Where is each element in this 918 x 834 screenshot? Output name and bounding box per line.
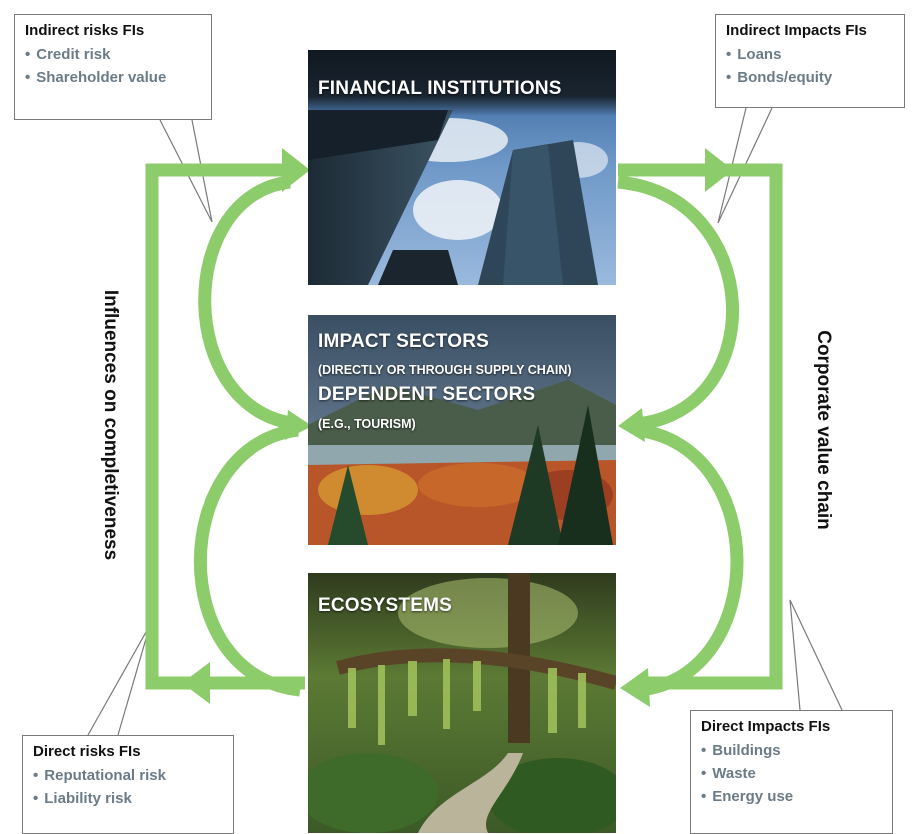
- left-lower-loop: [194, 423, 301, 697]
- list-item: Energy use: [701, 785, 882, 808]
- pointer-indirect-risks: [159, 119, 213, 223]
- arrowhead-right-top: [705, 148, 733, 192]
- pointer-indirect-impacts: [717, 107, 773, 224]
- dependent-sectors-title: DEPENDENT SECTORS: [318, 384, 536, 405]
- arrowhead-to-fi-left: [282, 148, 310, 192]
- left-frame-line: [145, 163, 305, 690]
- callout-indirect-risks: Indirect risks FIs Credit risk Sharehold…: [14, 14, 212, 120]
- list-item: Reputational risk: [33, 764, 223, 787]
- ecosystems-title: ECOSYSTEMS: [318, 595, 452, 616]
- financial-institutions-panel: FINANCIAL INSTITUTIONS: [308, 50, 616, 285]
- left-side-label: Influences on completiveness: [100, 289, 121, 561]
- list-item: Bonds/equity: [726, 66, 894, 89]
- callout-direct-risks: Direct risks FIs Reputational risk Liabi…: [22, 735, 234, 834]
- fi-title-bar: [308, 50, 616, 116]
- callout-indirect-impacts: Indirect Impacts FIs Loans Bonds/equity: [715, 14, 905, 108]
- pointer-direct-impacts: [789, 599, 843, 711]
- direct-impacts-heading: Direct Impacts FIs: [701, 718, 831, 735]
- right-side-label: Corporate value chain: [813, 330, 834, 530]
- arrowhead-sectors-right: [618, 408, 645, 442]
- forest-lake-image: [308, 315, 616, 545]
- ecosystems-panel: ECOSYSTEMS: [308, 573, 616, 833]
- right-upper-loop: [617, 175, 740, 431]
- list-item: Waste: [701, 762, 882, 785]
- direct-risks-heading: Direct risks FIs: [33, 743, 141, 760]
- list-item: Shareholder value: [25, 66, 201, 89]
- list-item: Buildings: [701, 739, 882, 762]
- sectors-panel: IMPACT SECTORS (DIRECTLY OR THROUGH SUPP…: [308, 315, 616, 545]
- impact-sectors-title: IMPACT SECTORS: [318, 331, 489, 352]
- fi-panel-title: FINANCIAL INSTITUTIONS: [318, 78, 562, 99]
- right-frame-line: [618, 163, 783, 690]
- impact-sectors-subtitle: (DIRECTLY OR THROUGH SUPPLY CHAIN): [318, 363, 572, 377]
- arrowhead-sectors-left: [285, 410, 312, 440]
- indirect-impacts-heading: Indirect Impacts FIs: [726, 22, 867, 39]
- rainforest-image: [308, 573, 616, 833]
- list-item: Credit risk: [25, 43, 201, 66]
- list-item: Liability risk: [33, 787, 223, 810]
- indirect-risks-heading: Indirect risks FIs: [25, 22, 145, 39]
- dependent-sectors-subtitle: (E.G., TOURISM): [318, 417, 416, 431]
- list-item: Loans: [726, 43, 894, 66]
- left-upper-loop: [198, 175, 299, 431]
- right-lower-loop: [635, 423, 744, 697]
- arrowhead-left-bottom: [182, 662, 210, 704]
- arrowhead-eco-right: [620, 668, 650, 707]
- pointer-direct-risks: [87, 624, 151, 736]
- callout-direct-impacts: Direct Impacts FIs Buildings Waste Energ…: [690, 710, 893, 834]
